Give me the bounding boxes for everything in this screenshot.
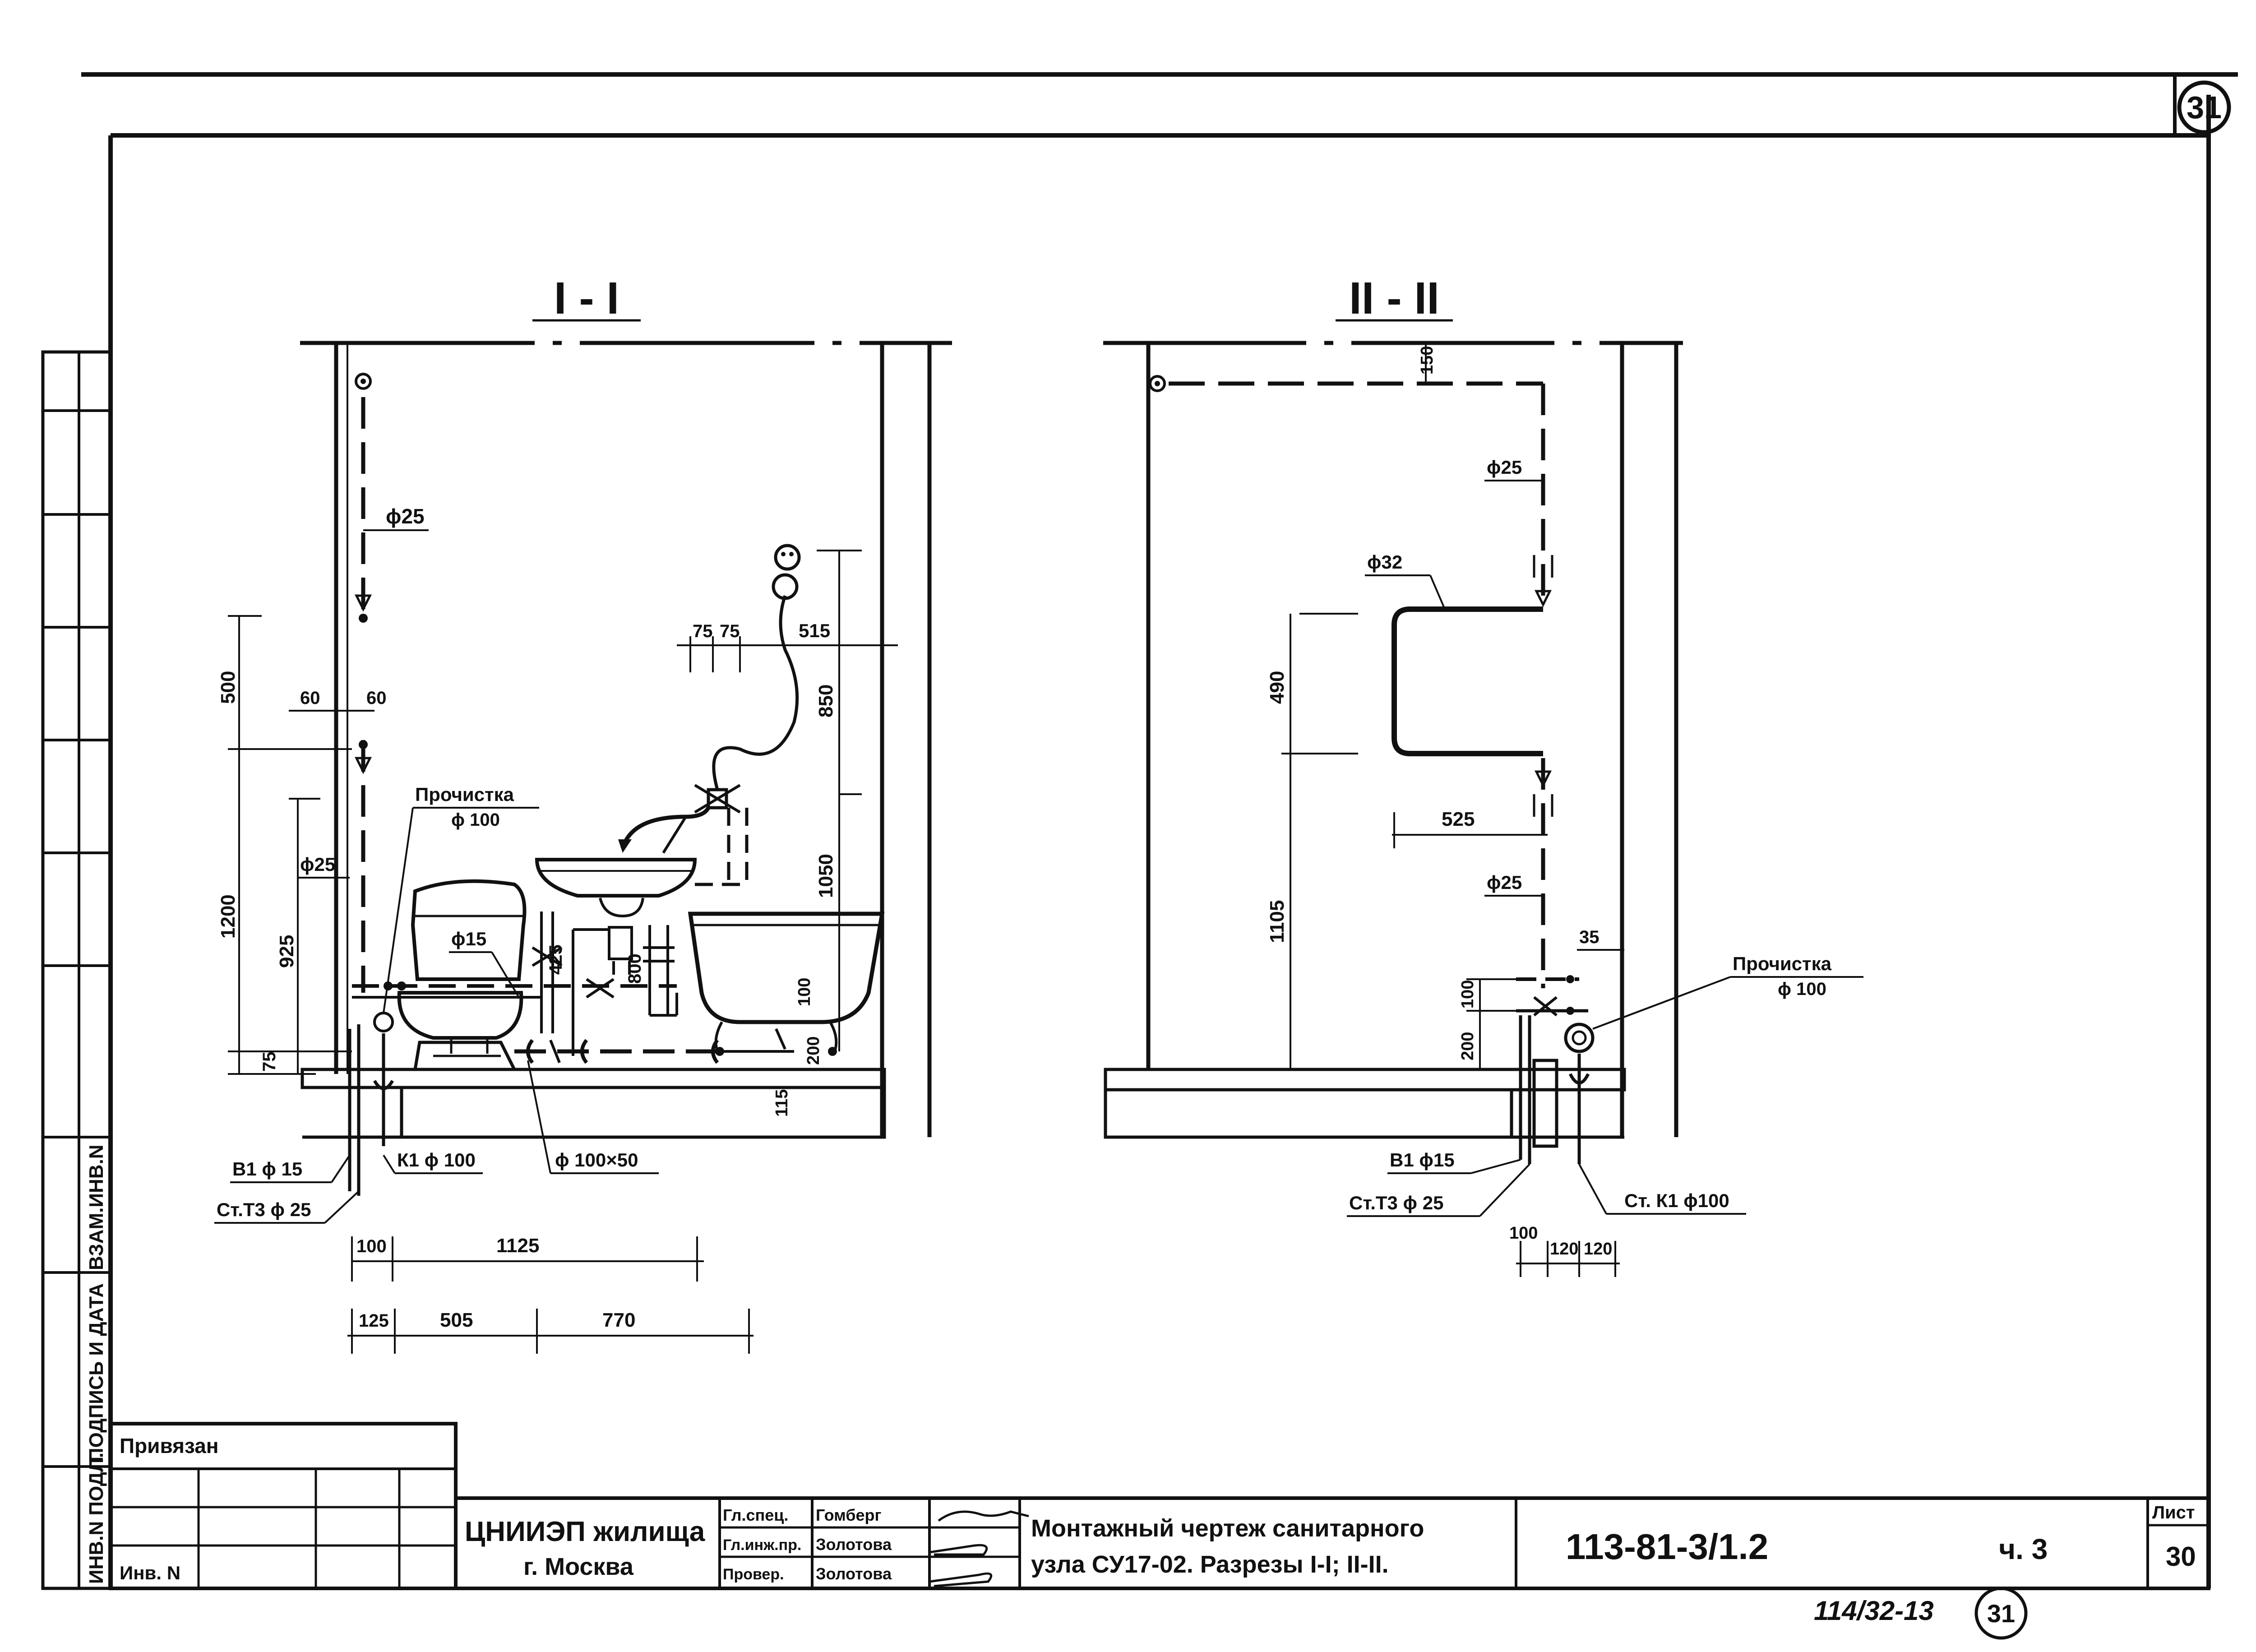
s1-label-st-t3: Ст.Т3 ϕ 25 [217,1199,311,1220]
heated-towel-rail-loop [1392,606,1543,756]
s1-label-v1: В1 ϕ 15 [232,1158,302,1180]
s2-dim-150: 150 [1418,346,1437,375]
tb-code: 113-81-3/1.2 [1566,1527,1768,1567]
shower-hose [712,595,799,790]
s1-dim-1125: 1125 [496,1235,539,1257]
bottom-stamp-circle [1974,1587,2028,1640]
tb-title-2: узла СУ17-02. Разрезы I-I; II-II. [1031,1551,1389,1578]
s1-dim-100v: 100 [795,978,814,1006]
s1-dim-505: 505 [440,1309,473,1331]
s1-label-cleanout-1: Прочистка [415,784,514,805]
s2-label-d32: ϕ32 [1367,551,1402,573]
tb-role-0: Гл.спец. [723,1506,788,1524]
s2-label-d25-top: ϕ25 [1487,457,1522,478]
side-strip-lower: ИНВ.N ПОДЛ. [85,1453,107,1584]
s1-label-k1: К1 ϕ 100 [397,1149,476,1171]
s2-dim-120a: 120 [1550,1240,1578,1259]
side-strip-upper: ВЗАМ.ИНВ.N [85,1144,107,1270]
tb-inv: Инв. N [120,1562,180,1583]
side-strip: ВЗАМ.ИНВ.N ПОДПИСЬ И ДАТА ИНВ.N ПОДЛ. [41,350,112,1590]
s1-dim-115: 115 [772,1089,791,1117]
s2-dim-525: 525 [1442,808,1475,830]
tb-sheet-no: 30 [2166,1541,2196,1572]
tb-sheet-label: Лист [2152,1503,2195,1522]
s2-label-st-t3: Ст.Т3 ϕ 25 [1349,1192,1443,1213]
floor-finish-2 [1104,1068,1626,1092]
sheet-number-circle-text: 31 [2187,90,2222,125]
s1-dim-850: 850 [815,685,837,717]
side-strip-middle: ПОДПИСЬ И ДАТА [85,1283,107,1462]
s1-dim-770: 770 [602,1309,635,1331]
tb-part: ч. 3 [1999,1533,2048,1565]
s1-dim-515: 515 [799,620,830,641]
s1-dim-75a: 75 [693,621,713,641]
tb-role-2: Провер. [723,1566,784,1583]
s1-dim-100: 100 [356,1236,387,1256]
tb-privyazan: Привязан [120,1434,219,1458]
washbasin [535,858,697,898]
s1-dim-60a: 60 [300,688,320,708]
s1-dim-1050: 1050 [815,854,837,898]
s1-dim-1200: 1200 [217,894,239,939]
tb-name-0: Гомберг [816,1506,882,1524]
s1-dim-800: 800 [625,953,645,984]
s1-label-cleanout-2: ϕ 100 [451,810,500,830]
section-1-drawing: ϕ25 ϕ25 ϕ15 Прочистка ϕ 100 В1 ϕ 15 К1 ϕ… [214,341,952,1354]
tb-name-1: Золотова [816,1535,892,1554]
s1-dim-425: 425 [546,944,566,975]
s1-dim-75b: 75 [720,621,740,641]
s2-label-cleanout-1: Прочистка [1733,953,1832,974]
toilet-bowl [397,991,523,1040]
sheet-number-circle [2177,80,2231,134]
section-2-drawing: ϕ25 ϕ32 ϕ25 Прочистка ϕ 100 В1 ϕ15 Ст.Т3… [1103,341,1863,1277]
s1-dim-925: 925 [276,935,298,968]
s1-dim-500: 500 [217,671,239,704]
tb-role-1: Гл.инж.пр. [723,1536,801,1554]
section-2-title: II - II [1349,273,1439,324]
tb-org-1: ЦНИИЭП жилища [465,1516,705,1547]
s1-label-d15: ϕ15 [451,928,486,949]
signature-1 [938,1510,1029,1522]
s1-label-tee: ϕ 100×50 [555,1149,638,1171]
s2-label-d25-bot: ϕ25 [1487,872,1522,893]
bottom-stamp-circle-text: 31 [1987,1599,2015,1628]
s2-dim-200v: 200 [1458,1032,1477,1060]
signature-2 [929,1544,988,1556]
floor-slab-2 [1104,1088,1513,1139]
s2-dim-35: 35 [1579,927,1600,947]
s2-dim-1105: 1105 [1266,900,1288,943]
s2-dim-490: 490 [1266,671,1288,704]
s1-dim-60b: 60 [366,688,387,708]
sheet-frame: 31 [81,72,2238,1588]
s2-label-st-k1: Ст. К1 ϕ100 [1624,1190,1729,1211]
s1-label-d25-top: ϕ25 [386,504,425,528]
s1-label-d25-left: ϕ25 [300,854,335,875]
section-1-title: I - I [554,273,619,324]
toilet-tank [411,879,527,981]
s2-dim-120b: 120 [1584,1240,1612,1259]
tb-org-2: г. Москва [523,1553,634,1580]
bottom-stamp: 114/32-13 [1814,1596,1934,1626]
tb-title-1: Монтажный чертеж санитарного [1031,1515,1424,1542]
s1-dim-125: 125 [359,1311,389,1331]
bathtub [688,912,885,1024]
signature-3 [929,1572,993,1587]
cleanout-2 [1564,1023,1595,1053]
floor-slab-1 [400,1086,886,1139]
s2-dim-100v: 100 [1458,980,1477,1009]
s2-label-cleanout-2: ϕ 100 [1778,979,1826,999]
s2-dim-100: 100 [1509,1224,1538,1243]
s2-label-v1: В1 ϕ15 [1390,1149,1455,1171]
s1-dim-75: 75 [259,1052,279,1072]
tb-name-2: Золотова [816,1564,892,1583]
title-block: Привязан Инв. N ЦНИИЭП жилища г. Москва … [109,1422,2210,1590]
s1-dim-200v: 200 [804,1037,823,1065]
shower-head [774,544,801,571]
